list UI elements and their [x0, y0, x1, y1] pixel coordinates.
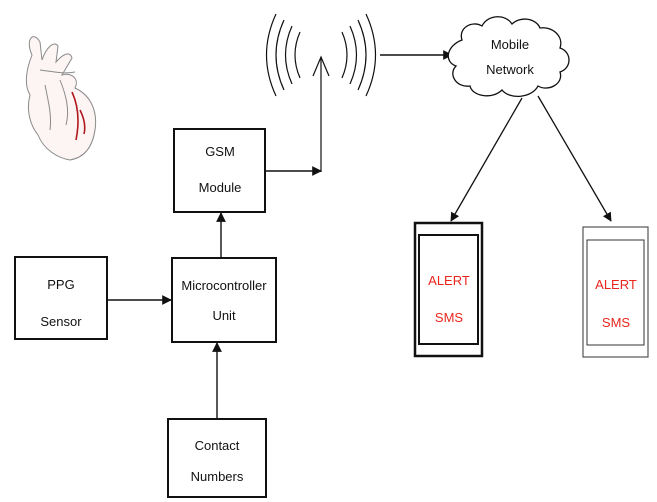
phone-1-alert-text: ALERT: [428, 273, 470, 288]
network-to-phone1-arrow: [450, 97, 523, 222]
heart-illustration-icon: [25, 36, 97, 161]
ppg-sensor-label: PPG: [47, 277, 74, 292]
microcontroller-label-2: Unit: [212, 308, 236, 323]
microcontroller-label: Microcontroller: [181, 278, 267, 293]
phone-2: ALERT SMS: [582, 226, 649, 358]
gsm-module-block: [173, 128, 266, 213]
phone-1: ALERT SMS: [413, 221, 484, 358]
contact-numbers-block: [167, 418, 267, 498]
network-to-phone2-arrow: [537, 95, 612, 222]
ppg-sensor-label-2: Sensor: [40, 314, 82, 329]
mobile-network-label-2: Network: [486, 62, 534, 77]
contact-numbers-label-2: Numbers: [191, 469, 244, 484]
phone-2-alert-text: ALERT: [595, 277, 637, 292]
mobile-network-label: Mobile: [491, 37, 529, 52]
antenna-icon: [265, 13, 377, 172]
microcontroller-block: [171, 257, 277, 343]
gsm-module-label-2: Module: [199, 180, 242, 195]
phone-2-sms-text: SMS: [602, 315, 631, 330]
ppg-sensor-block: [14, 256, 108, 340]
phone-1-sms-text: SMS: [435, 310, 464, 325]
cloud-icon: [447, 16, 570, 97]
contact-numbers-label: Contact: [195, 438, 240, 453]
gsm-module-label: GSM: [205, 144, 235, 159]
